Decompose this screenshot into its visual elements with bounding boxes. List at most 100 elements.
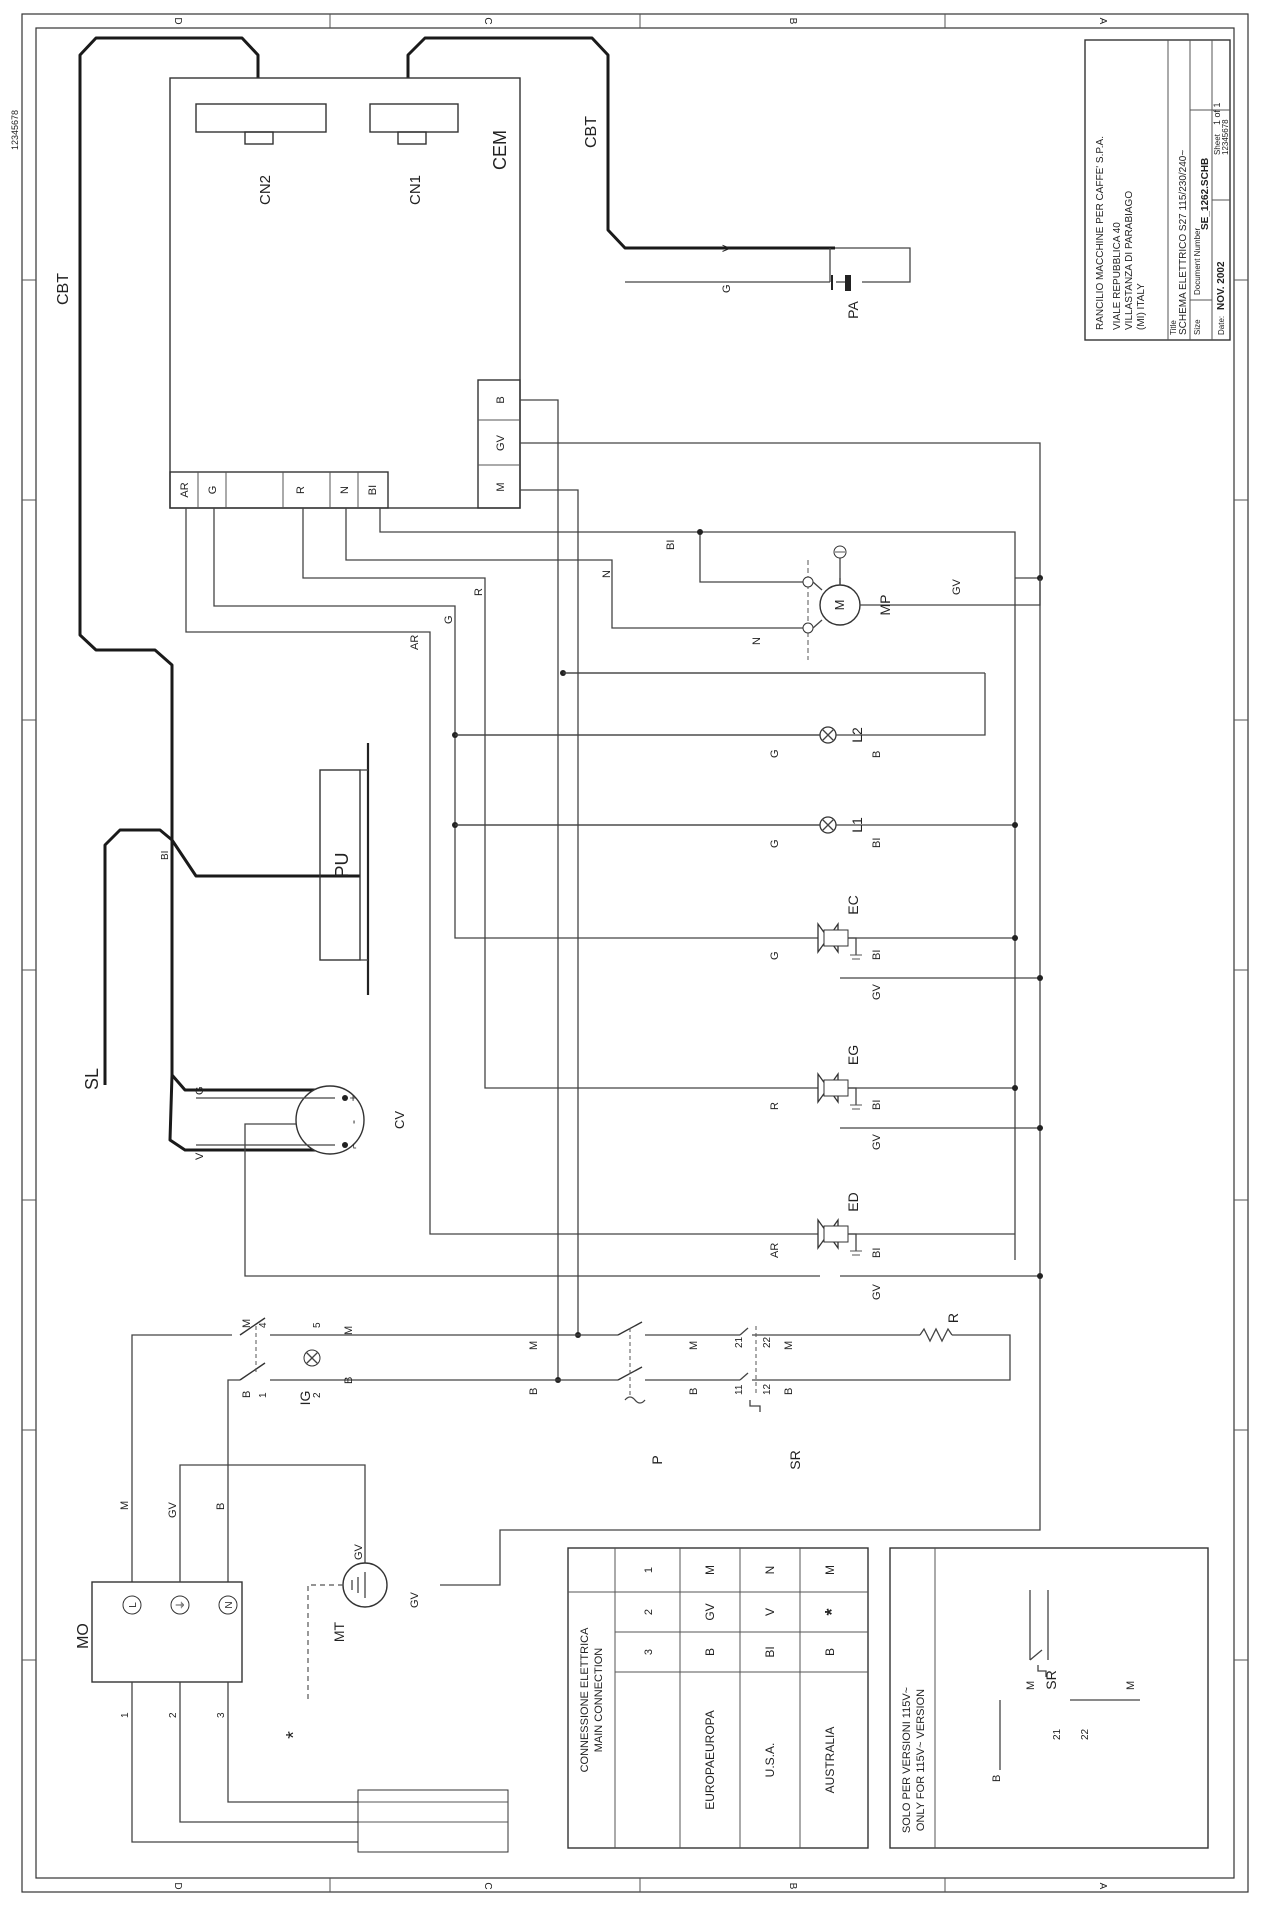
pu-label: PU xyxy=(332,852,352,877)
mo-pin: 2 xyxy=(168,1712,179,1718)
mt-earth-terminal: MT * GV GV xyxy=(283,1543,421,1738)
wire-label-m: M xyxy=(119,1501,131,1510)
mp-label: MP xyxy=(877,595,893,616)
zone-letter: B xyxy=(787,18,798,25)
l2-lamp: L2 G B xyxy=(455,672,883,758)
sheet-number: 1 of 1 xyxy=(1212,102,1222,125)
sr-pin: 12 xyxy=(762,1383,773,1395)
sr-pin: 11 xyxy=(734,1384,745,1395)
wire-label-bi: BI xyxy=(871,1100,883,1110)
wire-label-bi: BI xyxy=(871,838,883,848)
company-address-3: (MI) ITALY xyxy=(1136,283,1147,330)
wire-label-gv: GV xyxy=(871,1283,883,1300)
cn2-label: CN2 xyxy=(257,175,274,205)
table-row-region: EUROPAEUROPA xyxy=(703,1710,717,1810)
mo-pin: 3 xyxy=(216,1712,227,1718)
wire-label-g: G xyxy=(443,615,455,624)
wire-label-gv: GV xyxy=(871,1133,883,1150)
sr-pin: 21 xyxy=(734,1336,745,1348)
terminal-b: B xyxy=(495,396,507,403)
mo-label: MO xyxy=(75,1623,92,1649)
table-cell: M xyxy=(703,1565,717,1575)
note-pin: 22 xyxy=(1080,1728,1091,1740)
table-cell: BI xyxy=(763,1646,777,1657)
terminal-g: G xyxy=(207,486,219,495)
cem-label: CEM xyxy=(490,130,510,170)
wire-label-b: B xyxy=(343,1377,355,1384)
zone-letter: D xyxy=(172,1882,183,1889)
ig-pin: 5 xyxy=(312,1322,323,1328)
note-wire-label: M xyxy=(1125,1681,1137,1690)
wire-label-bi: BI xyxy=(665,540,677,550)
eg-solenoid-valve: EG R BI GV xyxy=(769,1045,883,1150)
pa-switch: PA V G xyxy=(625,244,911,319)
wire-label-b: B xyxy=(528,1388,540,1395)
note-wire-label: M xyxy=(1025,1681,1037,1690)
wire-label-g: G xyxy=(769,951,781,960)
table-row-region: AUSTRALIA xyxy=(823,1727,837,1794)
zone-letter: D xyxy=(172,17,183,24)
wire-label-bi: BI xyxy=(871,950,883,960)
pa-label: PA xyxy=(845,301,861,319)
wire-label-g: G xyxy=(769,749,781,758)
terminal-r: R xyxy=(295,486,307,494)
zone-letter: C xyxy=(482,1882,493,1889)
sheet-code: 12345678 xyxy=(1221,119,1230,155)
wire-label-g: G xyxy=(194,1086,206,1095)
wire-label-v: V xyxy=(194,1152,206,1160)
wire-label-b: B xyxy=(783,1388,795,1395)
sl-label: SL xyxy=(82,1068,102,1090)
wire-label-gv: GV xyxy=(167,1501,179,1518)
neutral-terminal-icon: N xyxy=(224,1601,235,1608)
table-cell: N xyxy=(763,1566,777,1575)
table-col-2: 2 xyxy=(643,1609,655,1615)
mt-label: MT xyxy=(331,1621,347,1642)
cbt-label: CBT xyxy=(583,116,600,148)
wire-label-m: M xyxy=(688,1341,700,1350)
ec-solenoid-valve: EC G BI GV xyxy=(769,895,883,1000)
terminal-bi: BI xyxy=(367,485,379,495)
motor-symbol-icon: M xyxy=(832,600,847,611)
wire-label-m: M xyxy=(528,1341,540,1350)
cem-control-board: CN2 CN1 CEM AR G R N BI M GV B xyxy=(169,77,521,509)
wire-label-g: G xyxy=(721,284,733,293)
terminal-ar: AR xyxy=(179,482,191,497)
terminal-n: N xyxy=(339,486,351,494)
cbt-harness: CBT CBT SL xyxy=(55,36,835,1152)
company-address-2: VILLASTANZA DI PARABIAGO xyxy=(1124,191,1135,330)
note-pin: 21 xyxy=(1052,1728,1063,1740)
wire-label-b: B xyxy=(215,1503,227,1510)
ig-pin: 4 xyxy=(258,1322,269,1328)
ed-label: ED xyxy=(845,1192,861,1211)
sr-safety-thermostat: SR 21 22 11 12 M B xyxy=(734,1326,840,1470)
wire-label-gv: GV xyxy=(353,1543,365,1560)
table-col-3: 3 xyxy=(643,1649,655,1655)
size-label: Size xyxy=(1193,319,1202,335)
drawing-frame: 12345678 D C B A D C B A xyxy=(10,13,1249,1893)
wire-label-r: R xyxy=(473,588,485,596)
ig-pin: 1 xyxy=(258,1392,269,1398)
cv-flowmeter: + - ⌐ CV G V xyxy=(194,1085,407,1160)
mo-pin: 1 xyxy=(120,1712,131,1718)
drawing-id-label: 12345678 xyxy=(10,110,20,150)
document-number: SE_1262.SCHB xyxy=(1200,158,1211,230)
wire-label-m: M xyxy=(783,1341,795,1350)
l1-lamp: L1 G BI xyxy=(455,816,883,848)
l2-label: L2 xyxy=(849,727,865,743)
cn1-connector xyxy=(369,103,459,133)
wire-label-bi: BI xyxy=(871,1248,883,1258)
wire-label-bi: BI xyxy=(160,851,171,860)
sr-pin: 22 xyxy=(762,1336,773,1348)
note-wire-label: B xyxy=(991,1775,1003,1782)
zone-letter: B xyxy=(787,1883,798,1890)
title-label: Title xyxy=(1169,320,1178,335)
note-115v-box: SOLO PER VERSIONI 115V~ ONLY FOR 115V~ V… xyxy=(889,1547,1209,1849)
zone-letter: C xyxy=(482,17,493,24)
drawing-date: NOV. 2002 xyxy=(1216,261,1227,310)
wire-label-gv: GV xyxy=(871,983,883,1000)
wire-label-n: N xyxy=(751,637,763,645)
connection-table: CONNESSIONE ELETTRICA MAIN CONNECTION 1 … xyxy=(567,1547,869,1849)
table-cell: M xyxy=(823,1565,837,1575)
sheet-label: Sheet xyxy=(1213,133,1222,155)
